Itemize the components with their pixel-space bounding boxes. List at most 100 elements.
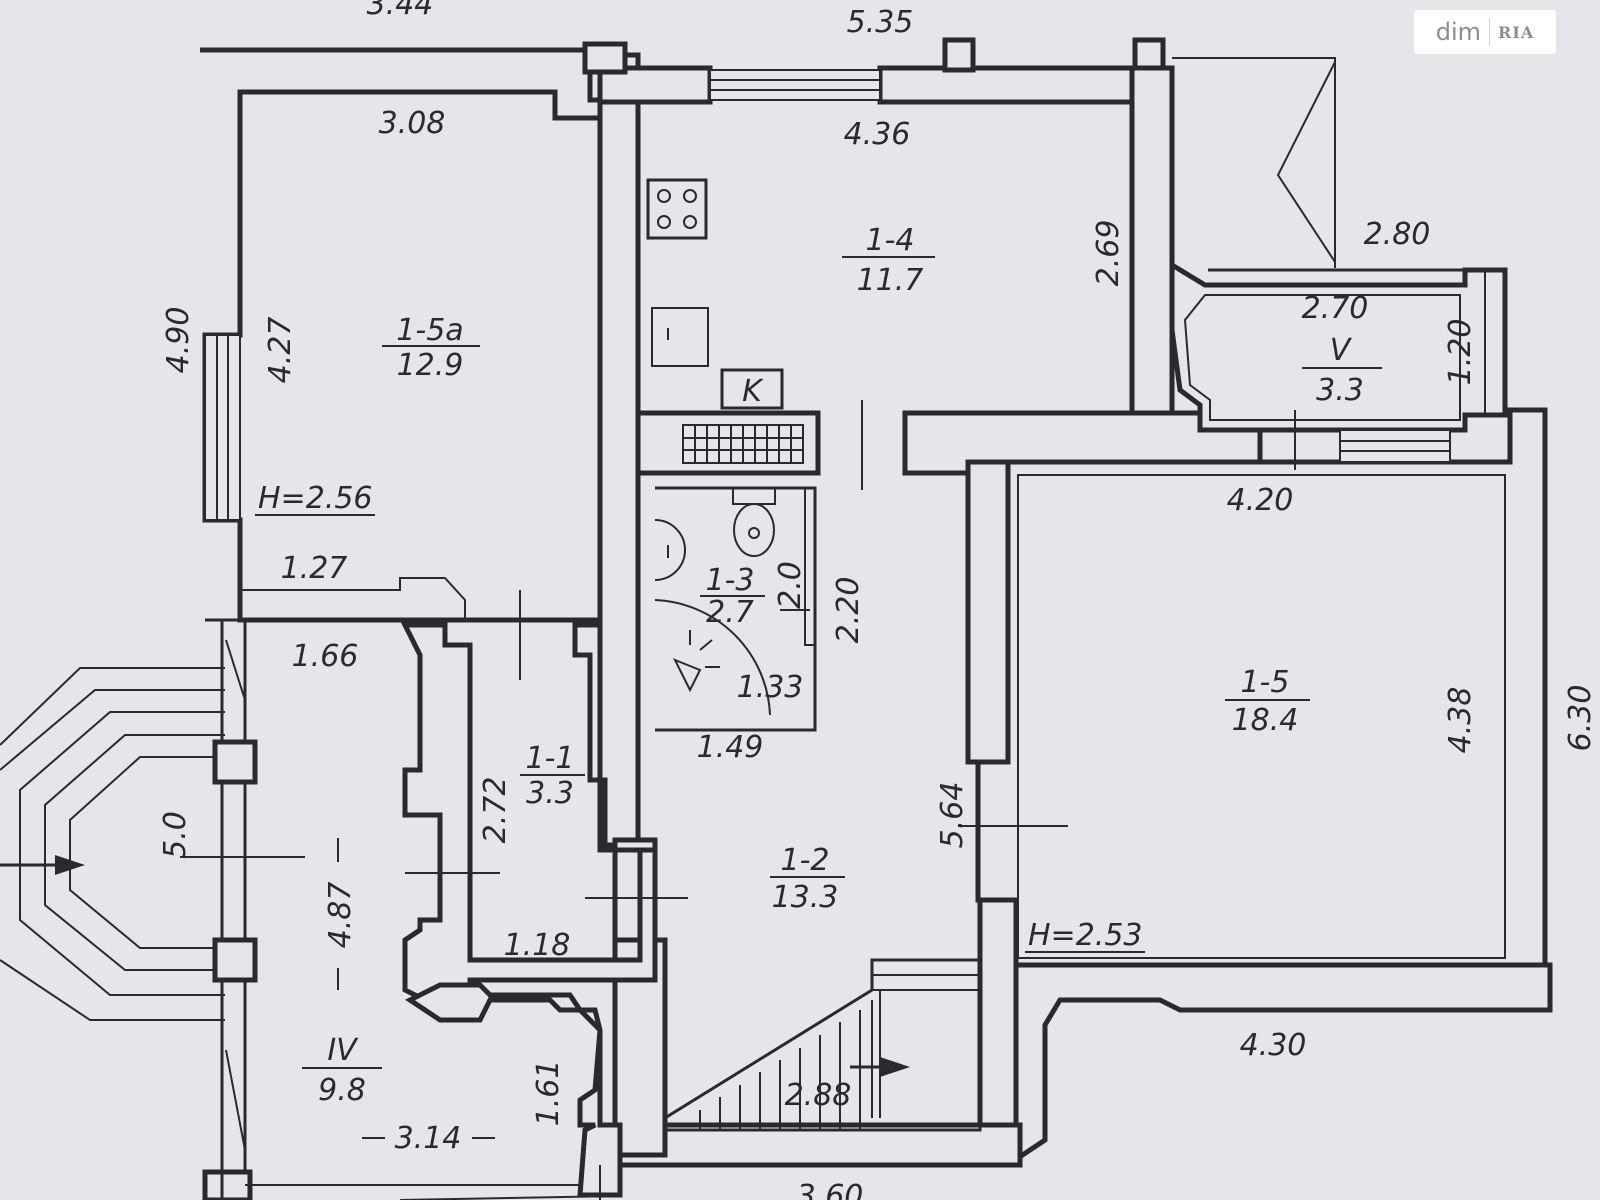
svg-text:2.70: 2.70 [1302, 291, 1369, 326]
svg-text:1.61: 1.61 [531, 1060, 566, 1127]
wall-bottom [597, 1122, 1023, 1168]
svg-text:1-1: 1-1 [526, 741, 575, 776]
svg-text:13.3: 13.3 [772, 880, 839, 915]
svg-text:4.87: 4.87 [323, 882, 358, 949]
door-marks [225, 400, 1296, 1200]
svg-text:1.27: 1.27 [281, 551, 348, 586]
room-labels: 1-5a 12.9 1-4 11.7 V 3.3 1-3 2.7 1-1 3.3… [302, 223, 1382, 1108]
svg-text:2.20: 2.20 [831, 577, 866, 644]
room-label-13: 1-3 2.7 [700, 563, 765, 630]
height-labels: H=2.56 H=2.53 [255, 481, 1145, 953]
porch [0, 667, 305, 1021]
wall-room-15a-inner [239, 92, 466, 620]
svg-text:1-3: 1-3 [706, 563, 755, 598]
wall-kitchen-top-right [877, 65, 1173, 105]
svg-text:4.20: 4.20 [1227, 483, 1294, 518]
window-15a-left [204, 334, 241, 521]
room-label-15: 1-5 18.4 [1225, 665, 1310, 738]
wall-stair-right [977, 897, 1019, 1153]
svg-text:4.90: 4.90 [161, 307, 196, 374]
washbasin-icon [654, 519, 686, 581]
wall-room-iv [405, 982, 623, 1198]
svg-text:18.4: 18.4 [1232, 703, 1299, 738]
svg-text:1.49: 1.49 [697, 730, 764, 765]
svg-text:1-5a: 1-5a [396, 313, 463, 348]
wall-15a-kitchen [597, 52, 641, 848]
svg-text:1.66: 1.66 [292, 639, 359, 674]
wall-room-v-inner [1183, 294, 1461, 421]
watermark-text-right: RIA [1498, 22, 1535, 42]
watermark-divider [1489, 18, 1491, 46]
svg-text:12.9: 12.9 [397, 348, 464, 383]
svg-text:5.0: 5.0 [158, 811, 193, 859]
entrance-arrow-icon [55, 855, 85, 875]
svg-text:4.36: 4.36 [844, 117, 911, 152]
svg-text:2.69: 2.69 [1091, 220, 1126, 287]
svg-text:2.80: 2.80 [1364, 217, 1431, 252]
svg-text:4.27: 4.27 [263, 317, 298, 384]
svg-text:5.35: 5.35 [847, 5, 914, 40]
svg-text:1-2: 1-2 [781, 843, 830, 878]
svg-text:3.08: 3.08 [379, 106, 446, 141]
balcony [1172, 57, 1505, 272]
svg-text:3.44: 3.44 [367, 0, 434, 22]
svg-text:V: V [1330, 333, 1353, 368]
wall-hall-left [220, 620, 247, 1200]
svg-text:3.14: 3.14 [395, 1121, 462, 1156]
window-kitchen-top [709, 69, 881, 101]
staircase [663, 958, 982, 1132]
svg-text:2.72: 2.72 [478, 777, 513, 844]
wall-room-v [1169, 260, 1508, 433]
svg-text:1.18: 1.18 [504, 928, 571, 963]
svg-text:2.88: 2.88 [785, 1078, 852, 1113]
porch-column-bottom [212, 937, 258, 983]
pillar-top-1 [582, 41, 628, 75]
chimney-box: K [720, 368, 784, 410]
height-right-room: H=2.53 [1028, 918, 1143, 953]
wall-room-11 [400, 622, 658, 1013]
kitchen-fixtures: K [646, 178, 804, 464]
svg-text:3.3: 3.3 [526, 776, 574, 811]
wall-room-15-inner [1017, 474, 1506, 959]
wall-corridor-15 [965, 459, 1011, 765]
shower-icon [654, 599, 771, 716]
svg-text:6.30: 6.30 [1563, 685, 1598, 752]
svg-text:4.30: 4.30 [1240, 1028, 1307, 1063]
height-upper-left: H=2.56 [258, 481, 373, 516]
room-label-11: 1-1 3.3 [520, 741, 585, 811]
windows [204, 69, 1486, 521]
svg-text:1.33: 1.33 [737, 670, 804, 705]
room-label-15a: 1-5a 12.9 [382, 313, 480, 383]
svg-text:11.7: 11.7 [857, 263, 924, 298]
toilet-icon [732, 487, 776, 557]
stove-icon [646, 178, 708, 240]
room-label-14: 1-4 11.7 [842, 223, 935, 298]
svg-text:9.8: 9.8 [318, 1073, 366, 1108]
chimney-label: K [742, 374, 764, 409]
svg-text:1-4: 1-4 [866, 223, 915, 258]
walls [200, 37, 1553, 1200]
svg-text:1-5: 1-5 [1241, 665, 1290, 700]
bathroom [654, 486, 817, 732]
svg-text:5.64: 5.64 [935, 782, 970, 849]
porch-column-top [212, 739, 258, 785]
svg-text:IV: IV [327, 1033, 359, 1068]
room-label-v: V 3.3 [1302, 333, 1382, 408]
dimension-labels: 3.44 5.35 3.08 4.36 2.69 2.80 2.70 1.20 … [158, 0, 1598, 1200]
radiator-icon [682, 424, 804, 464]
stair-direction-arrow-icon [880, 1057, 910, 1077]
svg-text:3.60: 3.60 [797, 1179, 864, 1200]
svg-text:2.7: 2.7 [706, 595, 754, 630]
sink-icon [651, 307, 709, 367]
window-room-15-top [1339, 429, 1451, 463]
room-label-iv: IV 9.8 [302, 1033, 382, 1108]
svg-text:2.0: 2.0 [773, 561, 808, 609]
wall-iv-bottom-left [202, 1169, 253, 1200]
room-label-12: 1-2 13.3 [770, 843, 845, 915]
watermark-logo: dim RIA [1414, 10, 1556, 54]
watermark-text-left: dim [1435, 18, 1482, 46]
pillar-top-2 [942, 37, 976, 73]
svg-text:1.20: 1.20 [1443, 319, 1478, 386]
svg-text:4.38: 4.38 [1443, 687, 1478, 754]
